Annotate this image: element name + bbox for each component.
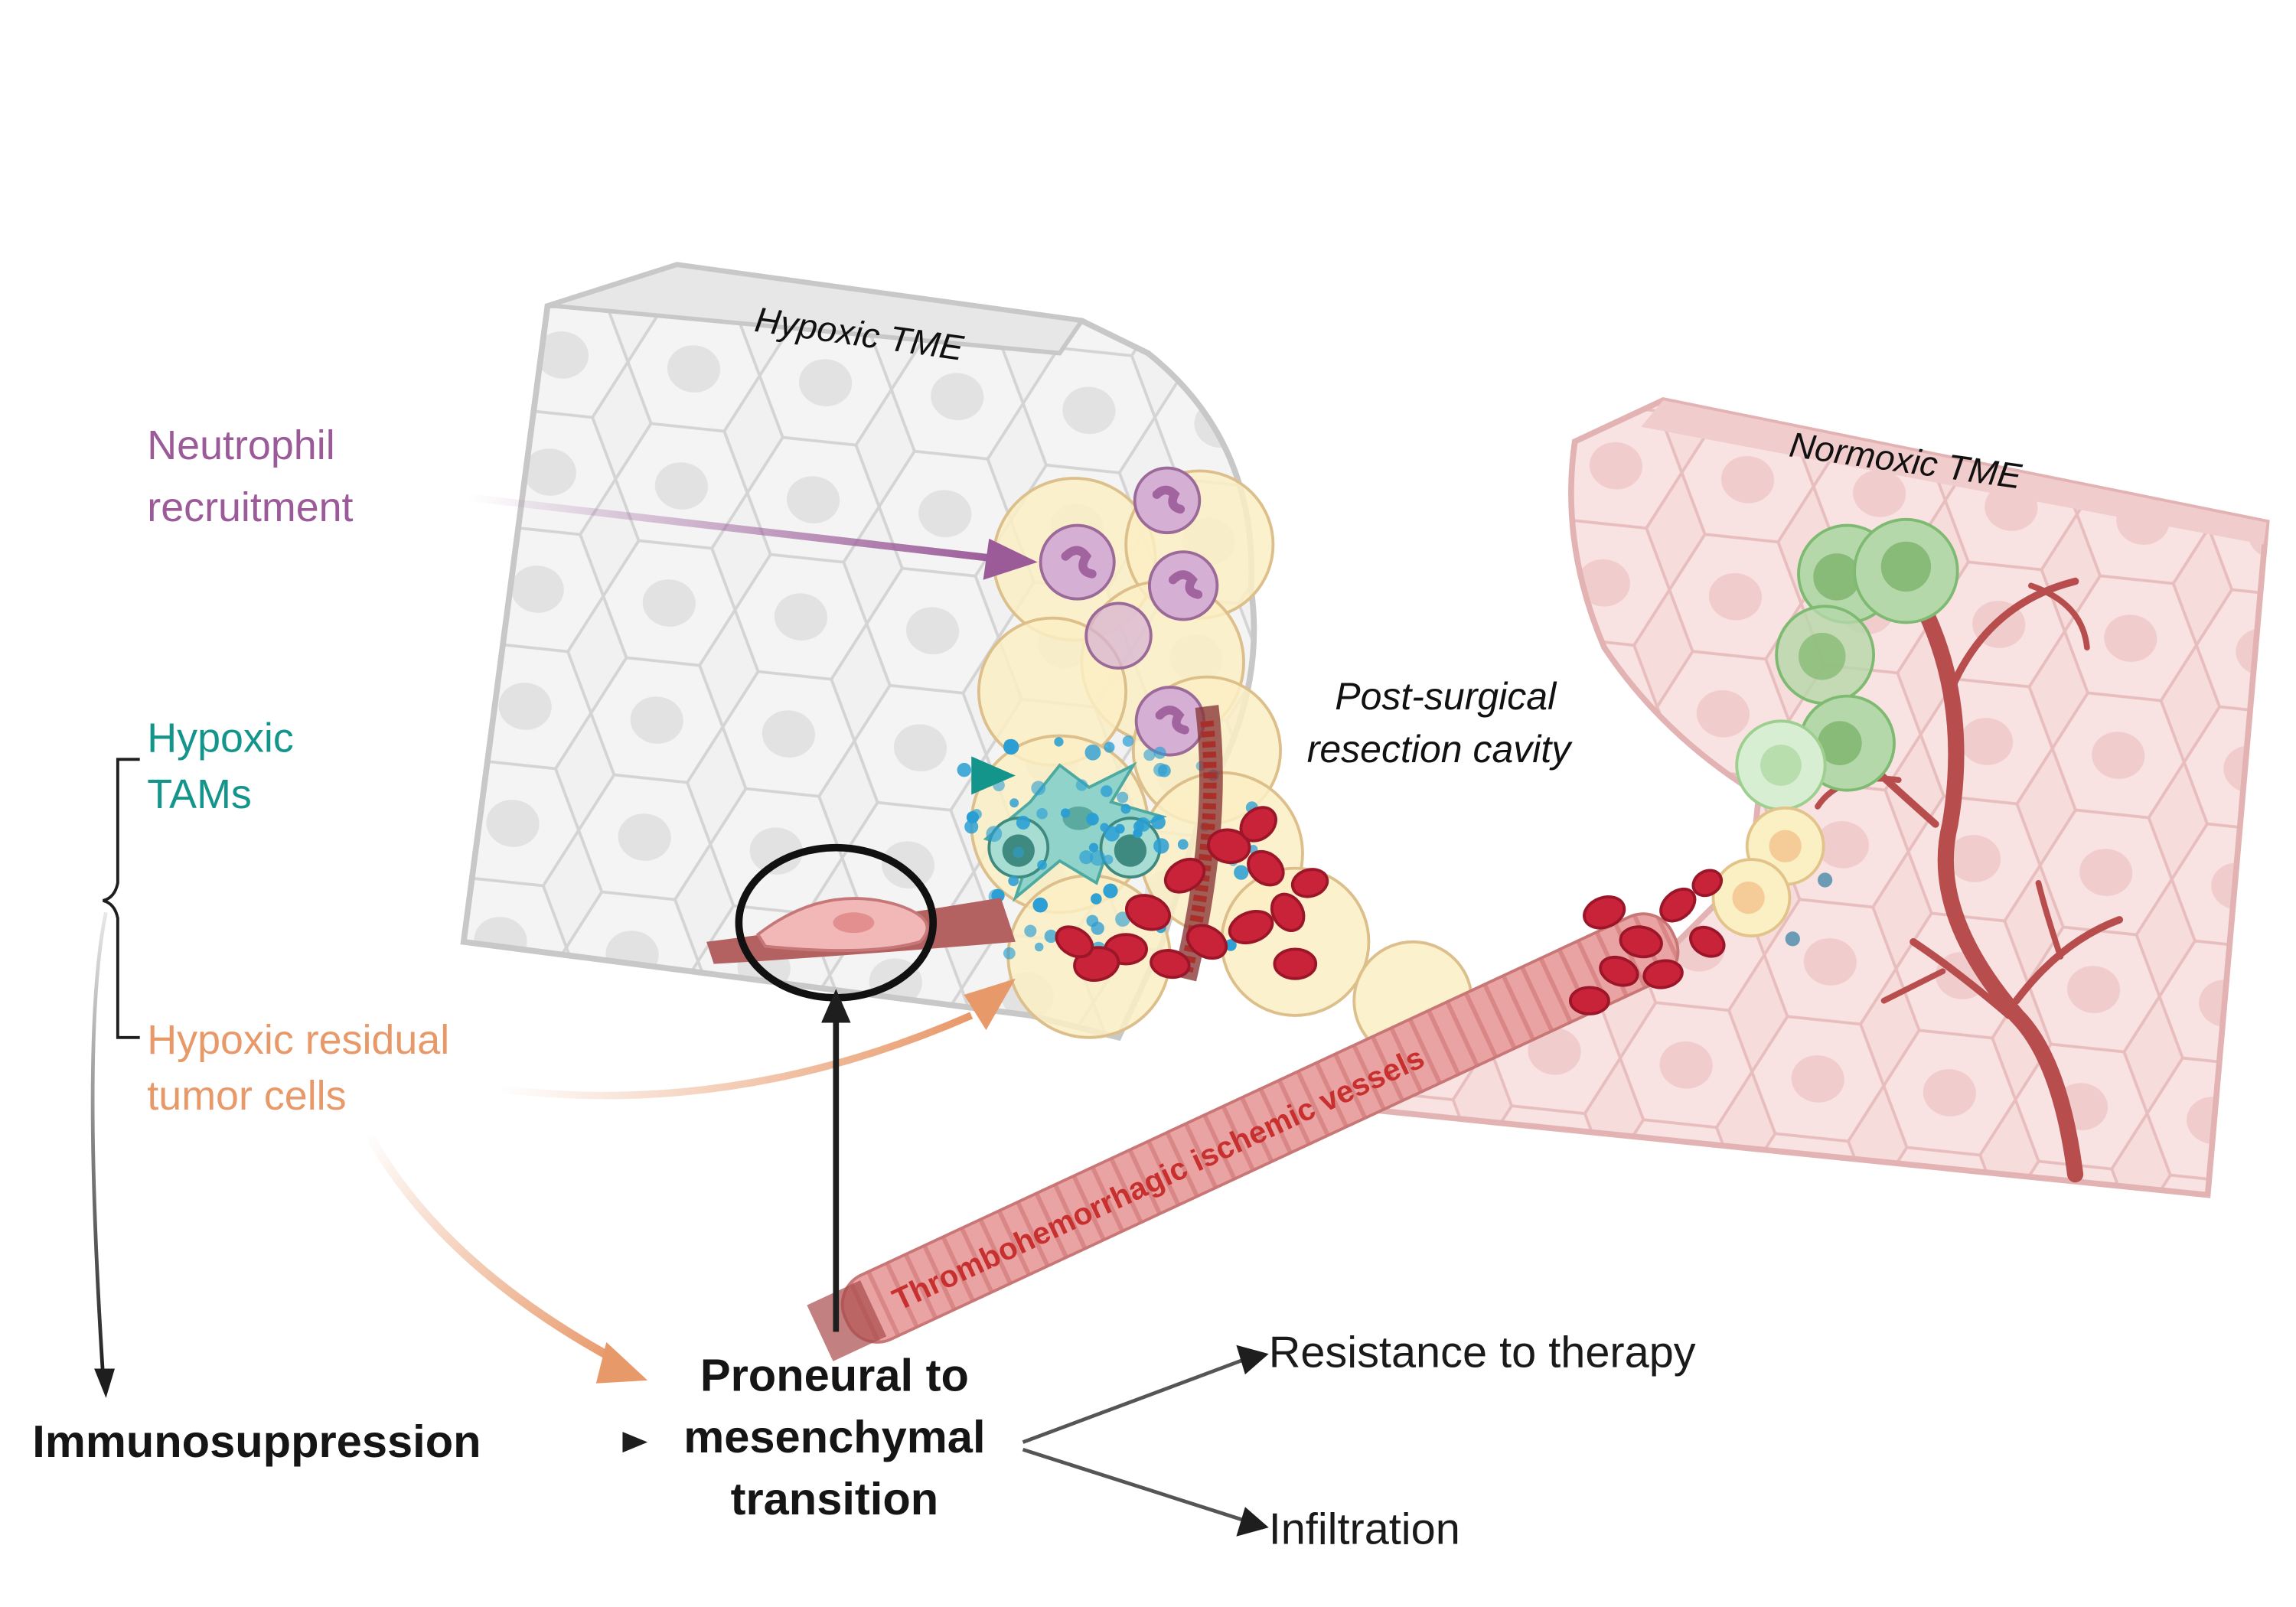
- infiltration-label: Infiltration: [1269, 1504, 1460, 1553]
- cytokine-dot: [1079, 850, 1094, 865]
- pmt-label-line3: transition: [731, 1473, 939, 1524]
- cytokine-dot: [1054, 737, 1064, 747]
- red-blood-cell: [1228, 910, 1274, 945]
- tumor-arrow-to-pmt: [364, 1130, 648, 1384]
- red-blood-cells: [1055, 806, 1329, 982]
- red-blood-cell: [1239, 806, 1277, 843]
- cytokine-dot: [1101, 785, 1113, 797]
- normoxic-immune-cells: [1711, 517, 1959, 947]
- cytokine-dot: [1153, 746, 1166, 759]
- cytokine-dot: [1103, 854, 1114, 865]
- normoxic-blood-vessel: [1815, 577, 2124, 1183]
- cytokine-dot: [1151, 815, 1166, 830]
- cytokine-dot: [1117, 791, 1129, 804]
- cytokine-dot: [1177, 839, 1189, 850]
- cytokine-dot: [1103, 883, 1118, 898]
- pmt-to-outcomes-arrows: [1022, 1345, 1269, 1537]
- cytokine-dot: [1016, 815, 1030, 830]
- tumor-label-line2: tumor cells: [147, 1073, 346, 1119]
- neutrophils: [1039, 466, 1219, 757]
- cytokine-dot: [1122, 735, 1134, 747]
- tams-label-line1: Hypoxic: [147, 715, 293, 761]
- cytokine-dot: [966, 811, 980, 824]
- rbc-cluster-right: [1569, 869, 1726, 1015]
- red-blood-cell: [1247, 849, 1285, 887]
- cytokine-dot: [986, 826, 1003, 842]
- red-blood-cell: [1659, 887, 1697, 923]
- cytokine-dot: [1091, 893, 1102, 905]
- immunosuppression-to-pmt-arrow: [538, 1432, 648, 1453]
- cytokine-dot: [1044, 929, 1058, 944]
- cytokine-dot: [1003, 739, 1014, 749]
- cytokine-dot: [1088, 843, 1099, 852]
- neutrophil-label-line1: Neutrophil: [147, 422, 334, 468]
- red-blood-cell: [1163, 857, 1206, 894]
- cytokine-dot: [1120, 804, 1131, 814]
- red-blood-cell: [1055, 925, 1094, 959]
- cytokine-dot: [1090, 849, 1106, 866]
- cytokine-dot: [1104, 826, 1120, 842]
- red-blood-cell: [1689, 925, 1726, 958]
- cytokine-dot: [1234, 865, 1249, 880]
- neutrophil-label-line2: recruitment: [147, 484, 353, 530]
- vessel-label: Thrombohemorrhagic ischemic vessels: [887, 1039, 1430, 1317]
- red-blood-cell: [1207, 828, 1251, 865]
- immunosuppression-label: Immunosuppression: [32, 1416, 481, 1467]
- neutrophil-arrow: [467, 494, 1038, 580]
- cytokine-dot: [1031, 781, 1046, 796]
- cytokine-dot: [1136, 817, 1150, 832]
- cytokine-dot: [1075, 779, 1088, 791]
- red-blood-cell: [1186, 924, 1228, 960]
- cavity-label-line2: resection cavity: [1307, 728, 1574, 771]
- red-blood-cell: [1583, 895, 1626, 930]
- pmt-to-cell-arrow: [821, 989, 851, 1332]
- bracket-to-immunosuppression-arrow: [90, 911, 115, 1398]
- tumor-arrow-to-cavity: [500, 978, 1016, 1100]
- cytokine-dot: [1104, 742, 1115, 753]
- cytokine-dot: [1037, 860, 1047, 870]
- cytokine-dot: [1009, 798, 1019, 808]
- cytokine-dot: [1003, 947, 1016, 960]
- cytokine-dot: [1036, 807, 1048, 820]
- red-blood-cell: [1290, 868, 1329, 898]
- tams-arrow: [437, 756, 1016, 795]
- cavity-label-line1: Post-surgical: [1335, 675, 1557, 718]
- cytokine-dot: [1032, 897, 1049, 913]
- red-blood-cell: [1150, 949, 1191, 980]
- cytokine-dot: [1153, 838, 1169, 854]
- cytokine-dot: [1133, 828, 1143, 838]
- pmt-label-line2: mesenchymal: [683, 1411, 985, 1462]
- cytokine-dot: [1225, 939, 1237, 951]
- tumor-label-line1: Hypoxic residual: [147, 1017, 449, 1063]
- red-blood-cell: [1569, 986, 1610, 1015]
- cytokine-dot: [1086, 813, 1099, 826]
- cytokine-dot: [1143, 748, 1156, 761]
- resistance-label: Resistance to therapy: [1269, 1328, 1696, 1377]
- cytokine-dot: [1008, 875, 1019, 887]
- red-blood-cell: [1599, 955, 1639, 987]
- pmt-label-line1: Proneural to: [700, 1349, 969, 1400]
- red-blood-cell: [1619, 925, 1663, 959]
- red-blood-cell: [1642, 959, 1684, 989]
- circled-tumor-cell: [706, 843, 1016, 1002]
- cytokine-dot: [1024, 924, 1037, 937]
- red-blood-cell: [1270, 892, 1306, 932]
- red-blood-cell: [1691, 869, 1724, 898]
- driver-bracket: [103, 758, 140, 1039]
- cytokine-dot: [1013, 846, 1025, 859]
- cytokine-dot: [964, 820, 979, 834]
- cytokine-dot: [1091, 921, 1104, 935]
- tams-label-line2: TAMs: [147, 771, 252, 817]
- cytokine-dot: [1153, 762, 1168, 777]
- red-blood-cell: [1273, 947, 1318, 980]
- cytokine-dot: [1060, 808, 1071, 818]
- cytokine-dot: [1034, 942, 1044, 952]
- cytokine-dot: [1084, 744, 1101, 761]
- red-blood-cell: [1125, 894, 1171, 931]
